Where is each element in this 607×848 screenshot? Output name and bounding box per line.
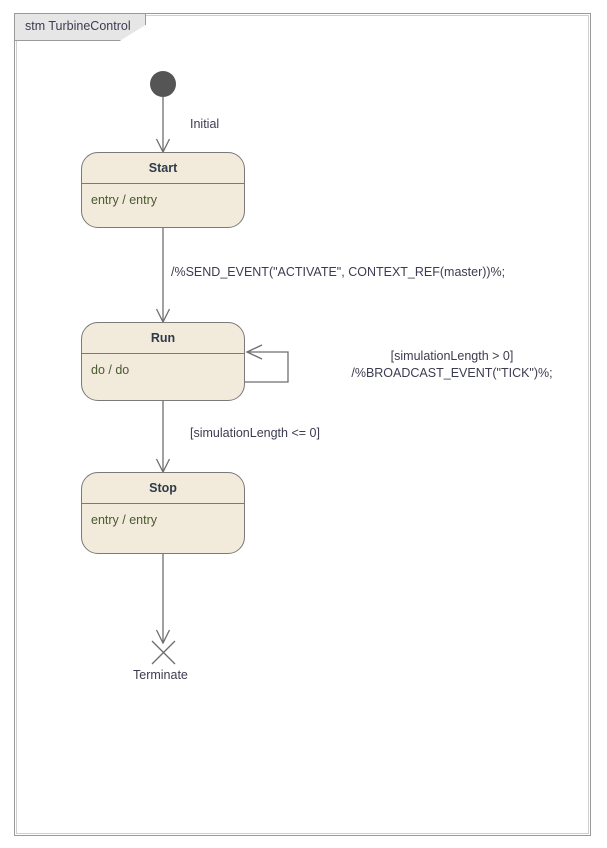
state-start[interactable]: Start entry / entry — [81, 152, 245, 228]
edge-run-self-loop — [245, 351, 289, 383]
edge-label-run-self-loop: [simulationLength > 0] /%BROADCAST_EVENT… — [337, 348, 567, 382]
state-start-body: entry / entry — [91, 193, 157, 207]
state-stop-body: entry / entry — [91, 513, 157, 527]
uml-frame-label: stm TurbineControl — [25, 19, 131, 33]
state-run[interactable]: Run do / do — [81, 322, 245, 401]
terminate-node-label: Terminate — [133, 668, 188, 682]
initial-node-icon — [150, 71, 176, 97]
state-stop[interactable]: Stop entry / entry — [81, 472, 245, 554]
arrowhead-stop-to-terminate — [155, 629, 171, 645]
terminate-node-icon-stroke-2 — [151, 640, 176, 665]
state-stop-title: Stop — [82, 473, 244, 504]
edge-label-run-self-effect: /%BROADCAST_EVENT("TICK")%; — [351, 366, 553, 380]
edge-label-start-to-run: /%SEND_EVENT("ACTIVATE", CONTEXT_REF(mas… — [171, 265, 506, 279]
uml-frame-tab — [14, 13, 146, 41]
edge-label-run-self-guard: [simulationLength > 0] — [390, 349, 514, 363]
state-run-title: Run — [82, 323, 244, 354]
edge-label-run-to-stop: [simulationLength <= 0] — [190, 426, 320, 440]
state-run-body: do / do — [91, 363, 130, 377]
state-start-title: Start — [82, 153, 244, 184]
arrowhead-run-self-loop — [245, 344, 263, 360]
initial-node-label: Initial — [190, 117, 220, 131]
